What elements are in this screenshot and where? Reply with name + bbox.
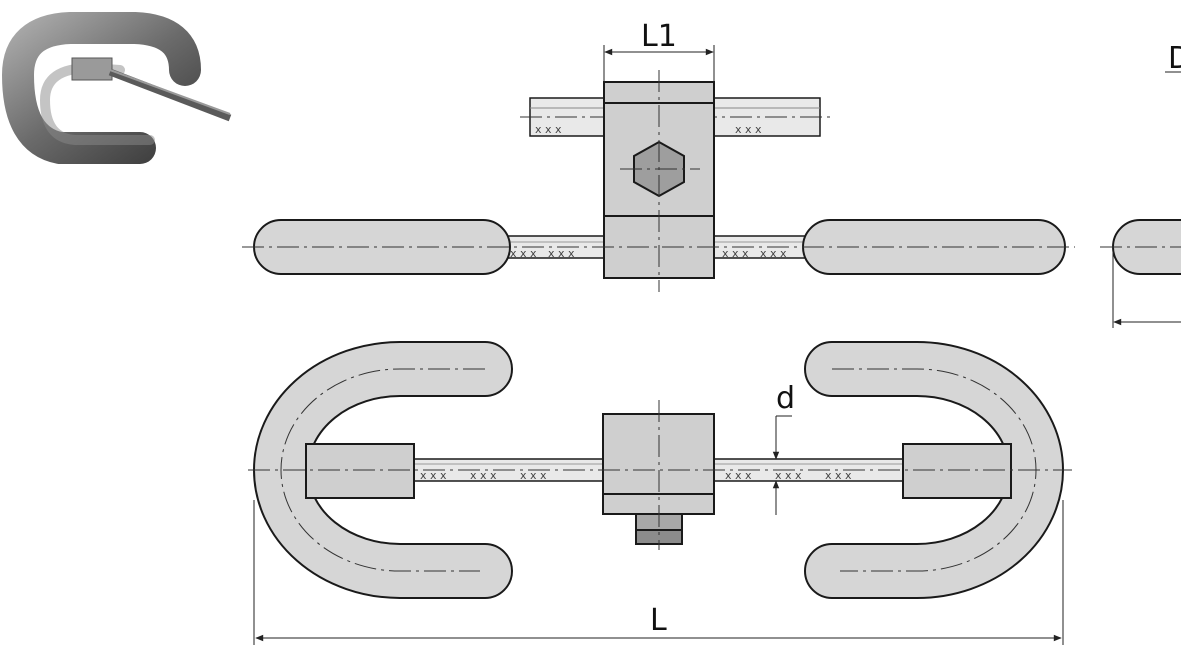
plan-wire-mark-1: x x x	[420, 469, 447, 482]
dimension-l1: L1	[603, 19, 715, 82]
weight-right-sleeve	[902, 443, 1012, 499]
dimension-d: d	[772, 381, 795, 515]
damper-photo-icon	[1, 12, 232, 164]
cable-mark-left: x x x	[535, 123, 562, 136]
plan-wire-mark-3: x x x	[520, 469, 547, 482]
plan-wire-mark-4: x x x	[725, 469, 752, 482]
damper-plan-view: x x x x x x x x x x x x x x x x x x	[248, 341, 1072, 599]
wire-mark-right: x x x	[722, 247, 749, 260]
damper-side-view: x x x x x x x x x x x x x x x x x x	[242, 70, 1181, 292]
plan-wire-mark-5: x x x	[775, 469, 802, 482]
wire-mark-right-2: x x x	[760, 247, 787, 260]
wire-mark-left: x x x	[510, 247, 537, 260]
dimension-l: L	[253, 500, 1064, 645]
total-length-label: L	[650, 603, 667, 638]
plan-wire-mark-2: x x x	[470, 469, 497, 482]
weight-right-plan	[804, 341, 1064, 599]
weight-left-plan	[253, 341, 513, 599]
plan-wire-mark-6: x x x	[825, 469, 852, 482]
dimension-d-outer: D	[1112, 41, 1181, 328]
weight-diameter-label: D	[1168, 41, 1181, 76]
cable-mark-right: x x x	[735, 123, 762, 136]
weight-left-sleeve	[305, 443, 415, 499]
wire-diameter-label: d	[776, 381, 795, 416]
clamp-width-label: L1	[641, 19, 677, 54]
wire-mark-left-2: x x x	[548, 247, 575, 260]
